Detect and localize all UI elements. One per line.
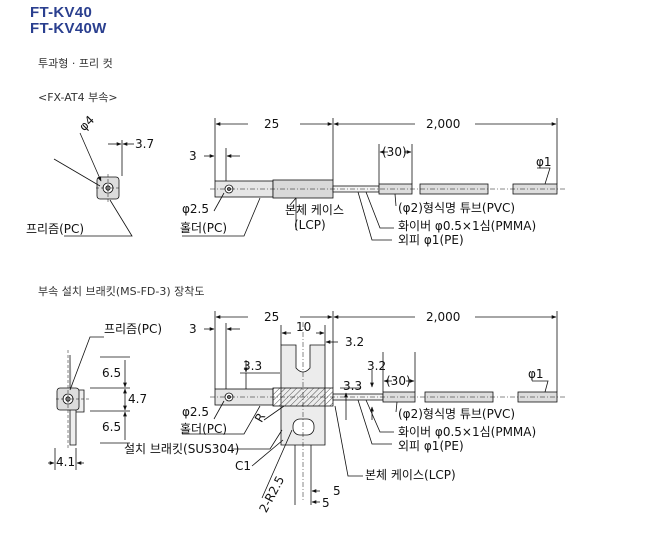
dim-4-1: 4.1 — [56, 455, 75, 469]
dim-phi2-5-2nd: φ2.5 — [182, 405, 209, 419]
dim-30: (30) — [382, 145, 407, 159]
label-holder-2: 홀더(PC) — [180, 422, 227, 436]
dim-3-2-right: 3.2 — [367, 359, 386, 373]
section2-caption: 부속 설치 브래킷(MS-FD-3) 장착도 — [38, 285, 205, 298]
label-bracket: 설치 브래킷(SUS304) — [124, 442, 239, 456]
dim-phi2-5: φ2.5 — [182, 202, 209, 216]
dim-3: 3 — [189, 149, 197, 163]
subtitle: 투과형 · 프리 컷 — [38, 57, 113, 70]
dim-3-3-right: 3.3 — [343, 379, 362, 393]
label-body-case: 본체 케이스 — [285, 203, 344, 217]
dim-3-2nd: 3 — [189, 322, 197, 336]
dim-25: 25 — [264, 117, 279, 131]
dim-6-5-a: 6.5 — [102, 366, 121, 380]
bracket-slot — [292, 418, 315, 436]
dim-2000: 2,000 — [426, 117, 460, 131]
label-prism-2: 프리즘(PC) — [104, 322, 162, 336]
label-sheath: 외피 φ1(PE) — [398, 233, 464, 247]
label-sheath-2: 외피 φ1(PE) — [398, 439, 464, 453]
dim-phi4: φ4 — [76, 113, 97, 134]
section1-caption: <FX-AT4 부속> — [38, 91, 118, 104]
dim-phi1: φ1 — [536, 155, 552, 169]
label-c1: C1 — [235, 459, 251, 473]
dim-3-2-top: 3.2 — [345, 335, 364, 349]
section1-drawing — [53, 118, 566, 241]
dim-3-7: 3.7 — [135, 137, 154, 151]
dim-10: 10 — [296, 320, 311, 334]
model-name-2: FT-KV40W — [30, 20, 107, 37]
dim-5-b: 5 — [322, 496, 330, 510]
label-lcp: (LCP) — [294, 218, 326, 232]
dim-30-2nd: (30) — [386, 374, 411, 388]
dim-6-5-b: 6.5 — [102, 420, 121, 434]
label-2-r2-5: 2-R2.5 — [256, 474, 287, 515]
dim-5-a: 5 — [333, 484, 341, 498]
dim-2000-2nd: 2,000 — [426, 310, 460, 324]
dim-25-2nd: 25 — [264, 310, 279, 324]
dim-4-7: 4.7 — [128, 392, 147, 406]
section2-drawing — [48, 311, 566, 505]
label-r: R — [252, 410, 268, 424]
label-holder: 홀더(PC) — [180, 221, 227, 235]
model-name-1: FT-KV40 — [30, 4, 93, 21]
label-fiber-core-2: 화이버 φ0.5×1심(PMMA) — [398, 425, 536, 439]
label-fiber-core: 화이버 φ0.5×1심(PMMA) — [398, 219, 536, 233]
label-tube-2: (φ2)형식명 튜브(PVC) — [398, 407, 515, 421]
label-body-case-2: 본체 케이스(LCP) — [365, 468, 456, 482]
label-prism: 프리즘(PC) — [26, 222, 84, 236]
label-tube: (φ2)형식명 튜브(PVC) — [398, 201, 515, 215]
dim-phi1-2nd: φ1 — [528, 367, 544, 381]
section1-labels: φ4 3.7 프리즘(PC) 3 25 2,000 (30) φ1 φ2.5 홀… — [26, 113, 552, 247]
dim-3-3-left: 3.3 — [243, 359, 262, 373]
